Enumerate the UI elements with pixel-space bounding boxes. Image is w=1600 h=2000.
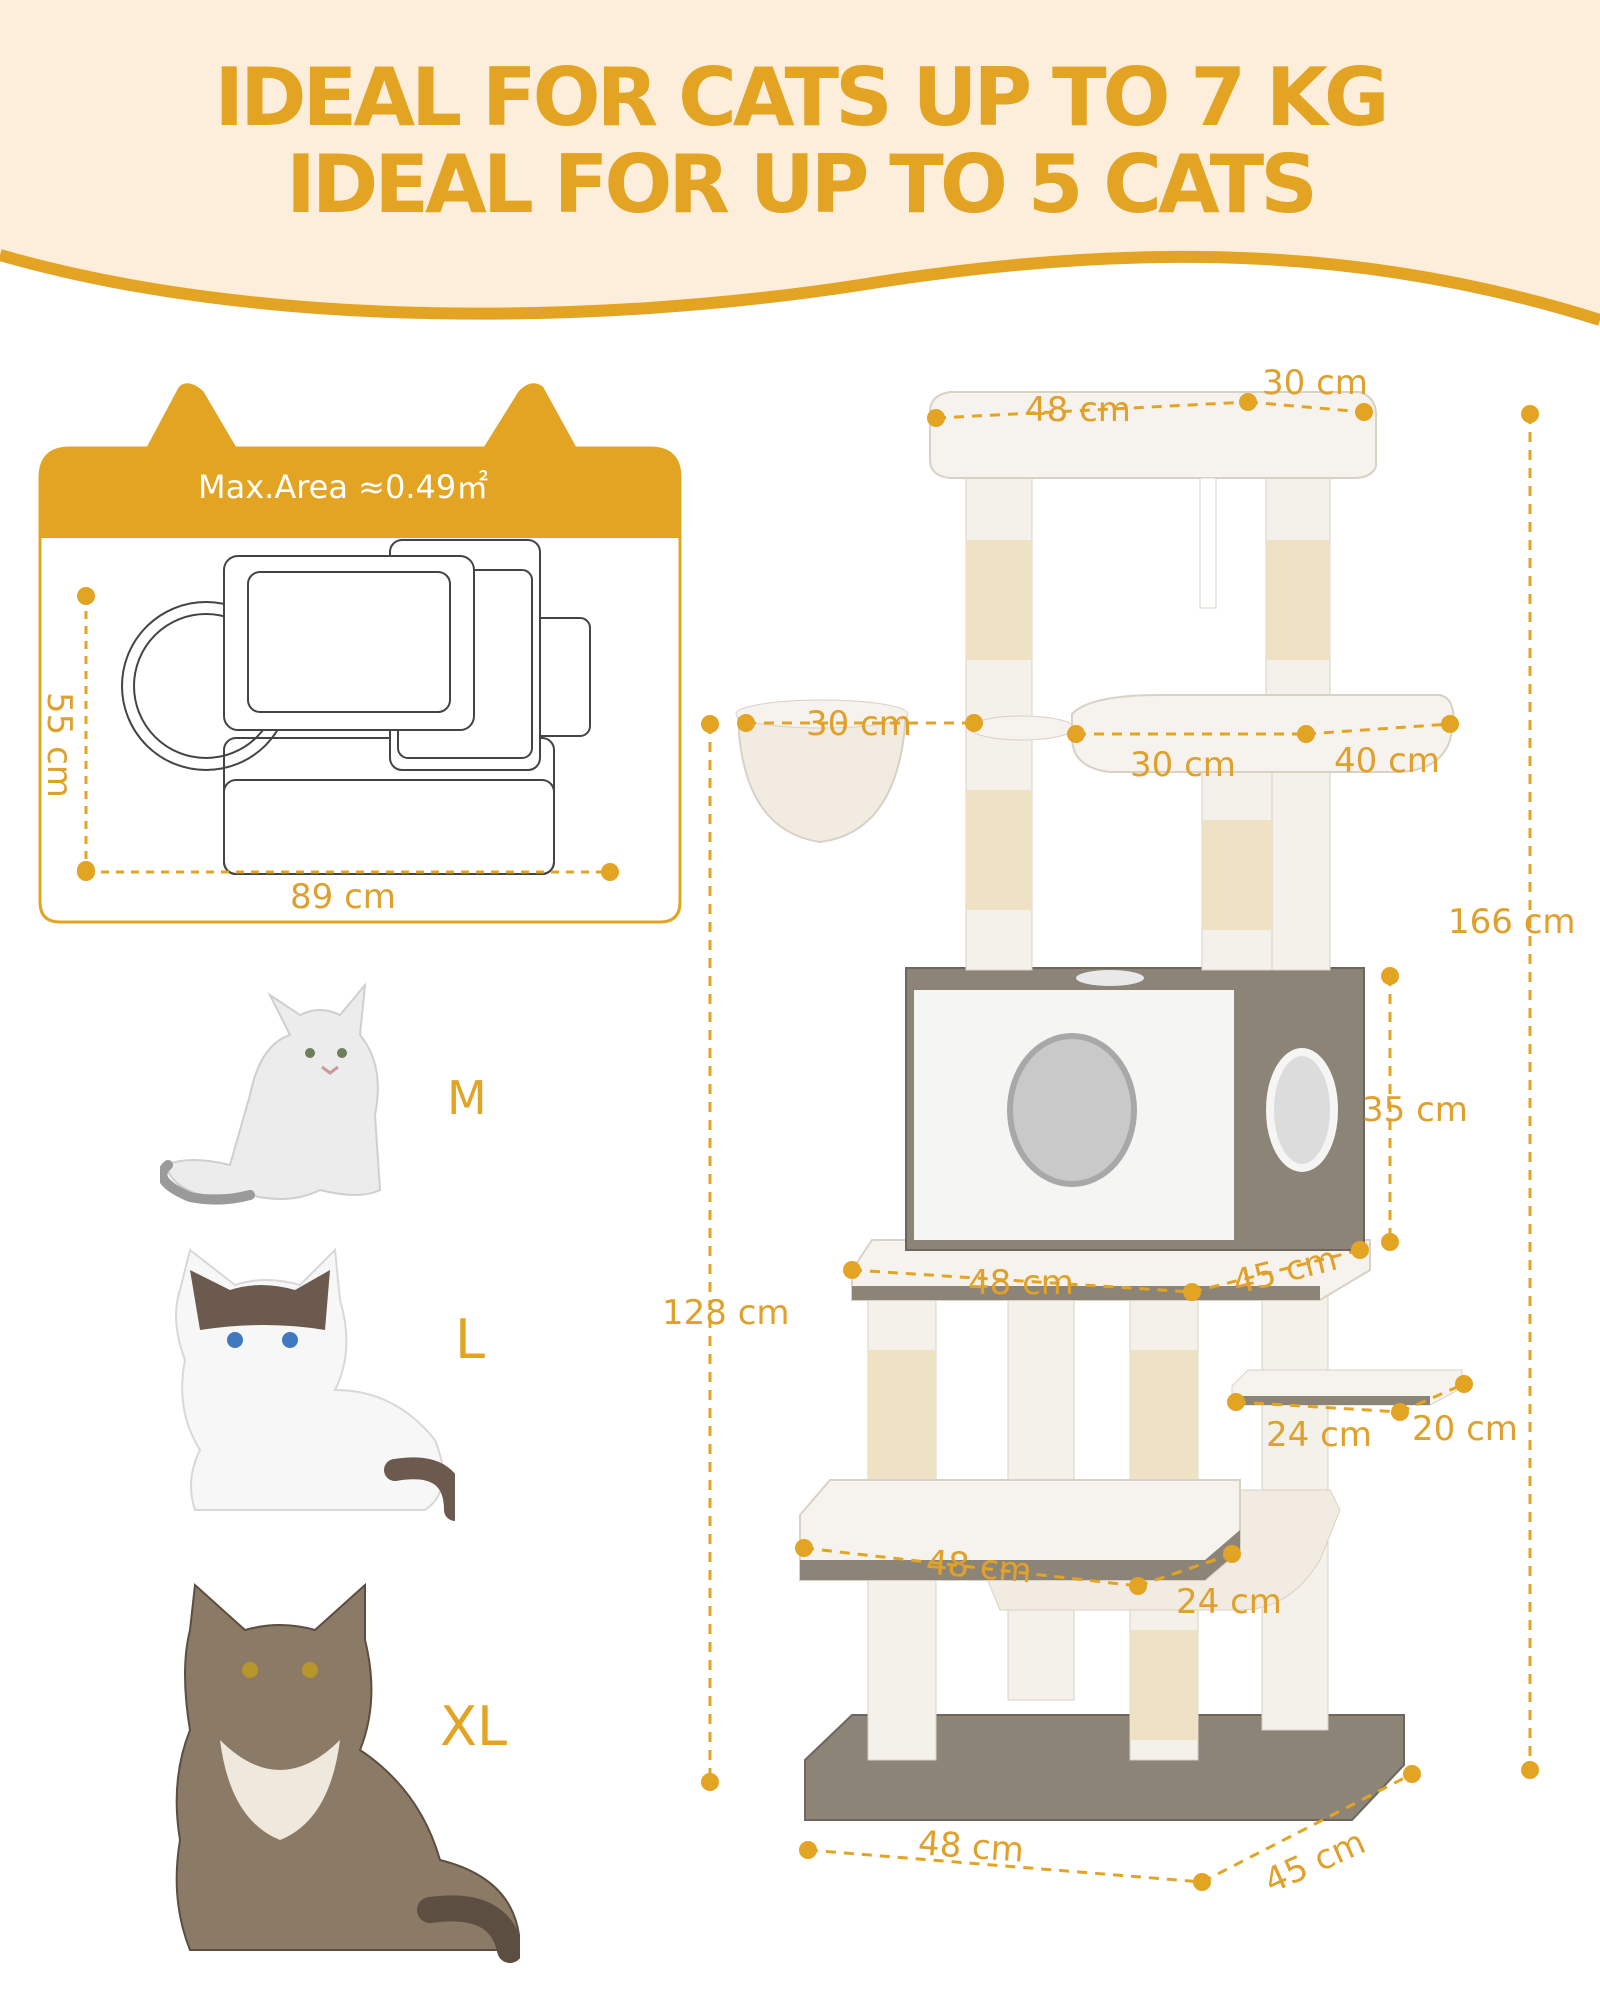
dim-hammock-depth: 24 cm	[1176, 1582, 1282, 1622]
condo-top-hole	[1076, 970, 1144, 986]
cat-size-xl: XL	[440, 1695, 508, 1758]
header-peach-fill	[0, 0, 1600, 320]
max-area-label: Max.Area ≈0.49㎡	[198, 468, 489, 506]
dangling-toy	[1199, 477, 1217, 609]
condo-side-hole	[1266, 1048, 1338, 1172]
dim-top-perch-width: 48 cm	[1025, 390, 1131, 430]
area-dimension-lines	[77, 587, 619, 881]
dim-lower-height: 128 cm	[662, 1293, 790, 1333]
area-panel	[38, 383, 682, 924]
header-wave-stroke	[0, 249, 1600, 326]
dim-step-depth: 20 cm	[1412, 1409, 1518, 1449]
dim-platform-width: 48 cm	[968, 1263, 1074, 1303]
condo-front-hole	[1007, 1033, 1137, 1187]
cat-l-image	[175, 1247, 455, 1521]
dim-step-width: 24 cm	[1266, 1415, 1372, 1455]
tree-base	[804, 1714, 1405, 1821]
dim-base-width: 48 cm	[916, 1823, 1026, 1871]
dim-basket-diameter: 30 cm	[806, 704, 912, 744]
dim-total-height: 166 cm	[1448, 902, 1576, 942]
tree-structure	[735, 391, 1463, 1821]
footprint-top-perch	[223, 555, 475, 731]
dim-mid-perch-width: 30 cm	[1130, 745, 1236, 785]
top-perch	[929, 391, 1378, 479]
footprint-top-perch-inner	[247, 571, 451, 713]
cat-xl-image	[175, 1582, 520, 1963]
cat-size-m: M	[447, 1071, 487, 1125]
dim-top-perch-depth: 30 cm	[1262, 363, 1368, 403]
dim-hammock-width: 48 cm	[924, 1542, 1034, 1592]
header-background	[0, 0, 1600, 326]
cat-m-image	[160, 981, 382, 1205]
dim-condo-height: 35 cm	[1362, 1090, 1468, 1130]
headline-cat-count: IDEAL FOR UP TO 5 CATS	[286, 138, 1318, 231]
area-width-label: 89 cm	[290, 877, 396, 917]
footprint-base-lower	[223, 779, 555, 875]
area-panel-banner	[40, 384, 680, 538]
cat-size-l: L	[455, 1308, 486, 1371]
dim-mid-perch-depth: 40 cm	[1334, 741, 1440, 781]
headline-weight: IDEAL FOR CATS UP TO 7 KG	[214, 51, 1389, 144]
footprint-drawing	[121, 539, 591, 875]
hanging-basket	[736, 711, 908, 844]
tree-dimension-lines	[701, 393, 1539, 1891]
